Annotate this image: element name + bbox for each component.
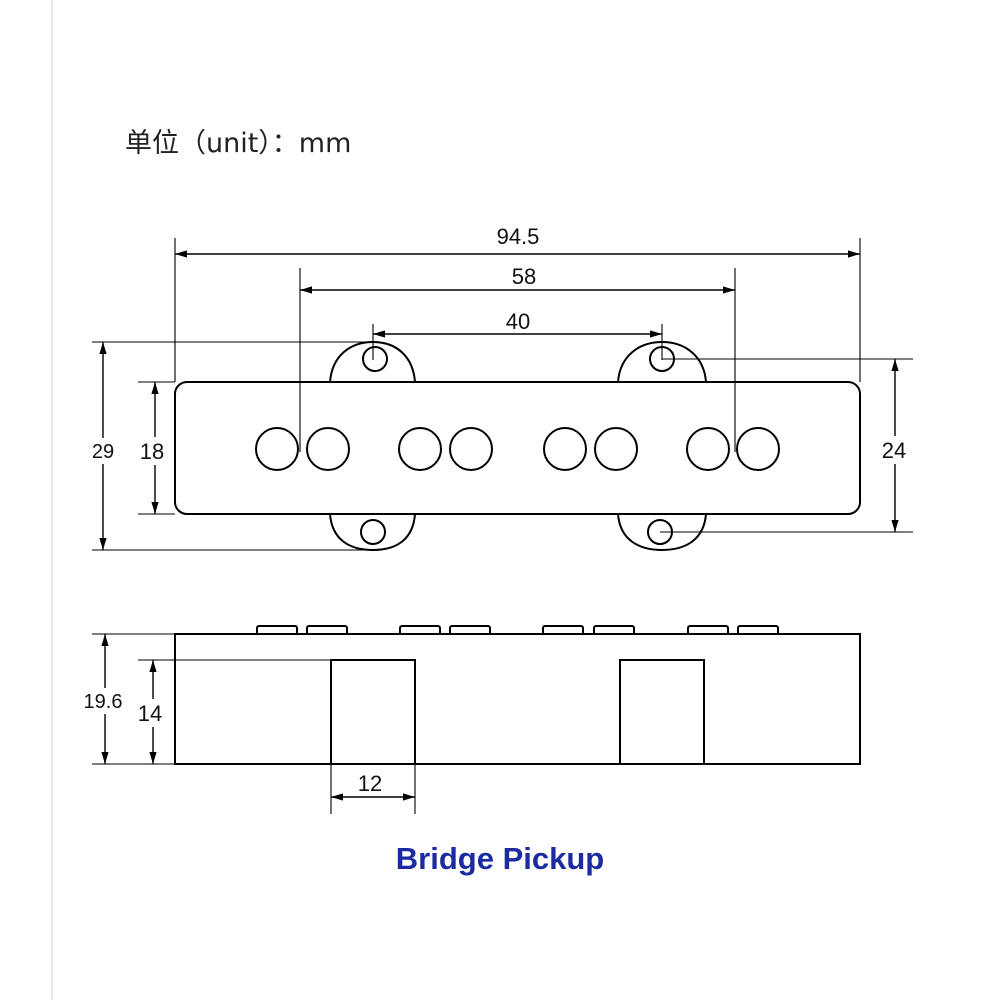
dimension-label-background: [88, 438, 118, 464]
drawing-title: Bridge Pickup: [396, 841, 604, 876]
pole-piece: [449, 427, 493, 471]
dimension-label: 24: [882, 438, 906, 463]
dimension-overall-length: 94.5: [174, 224, 861, 382]
dimension-outer-pole-spacing: 58: [299, 264, 736, 452]
pole-piece: [255, 427, 299, 471]
dimension-label-background: [138, 437, 168, 465]
dimension-label-background: [136, 699, 166, 727]
mounting-leg-left: [330, 659, 416, 765]
unit-label: 单位（unit）：mm: [125, 128, 351, 159]
dimension-label-background: [878, 436, 910, 464]
pole-piece: [686, 427, 730, 471]
dimension-ear-height: 29: [88, 341, 378, 551]
top-view: 94.5 58 40 29: [88, 224, 913, 552]
mounting-hole: [360, 519, 386, 545]
pole-piece: [398, 427, 442, 471]
pole-piece: [306, 427, 350, 471]
dimension-label: 29: [92, 441, 114, 463]
pole-piece: [736, 427, 780, 471]
mounting-leg-right: [619, 659, 705, 765]
dimension-body-height: 14: [136, 659, 331, 764]
mounting-hole: [362, 346, 388, 372]
pickup-body-top: [174, 381, 861, 515]
dimension-label: 19.6: [84, 691, 123, 713]
side-view: 19.6 14 12: [82, 625, 861, 814]
dimension-label: 94.5: [497, 224, 540, 249]
dimension-body-width: 18: [138, 381, 175, 515]
dimension-label: 58: [512, 264, 536, 289]
dimension-mount-hole-spacing: 40: [372, 309, 663, 360]
dimension-mount-hole-vertical-spacing: 24: [660, 358, 913, 533]
pickup-body-side: [174, 633, 861, 765]
pole-piece: [594, 427, 638, 471]
dimension-label: 14: [138, 701, 162, 726]
dimension-total-height: 19.6: [82, 633, 175, 765]
dimension-leg-width: 12: [330, 764, 416, 814]
dimension-label: 12: [358, 771, 382, 796]
dimension-label: 40: [506, 309, 530, 334]
dimension-label-background: [82, 688, 126, 714]
pole-piece: [543, 427, 587, 471]
dimension-label: 18: [140, 439, 164, 464]
